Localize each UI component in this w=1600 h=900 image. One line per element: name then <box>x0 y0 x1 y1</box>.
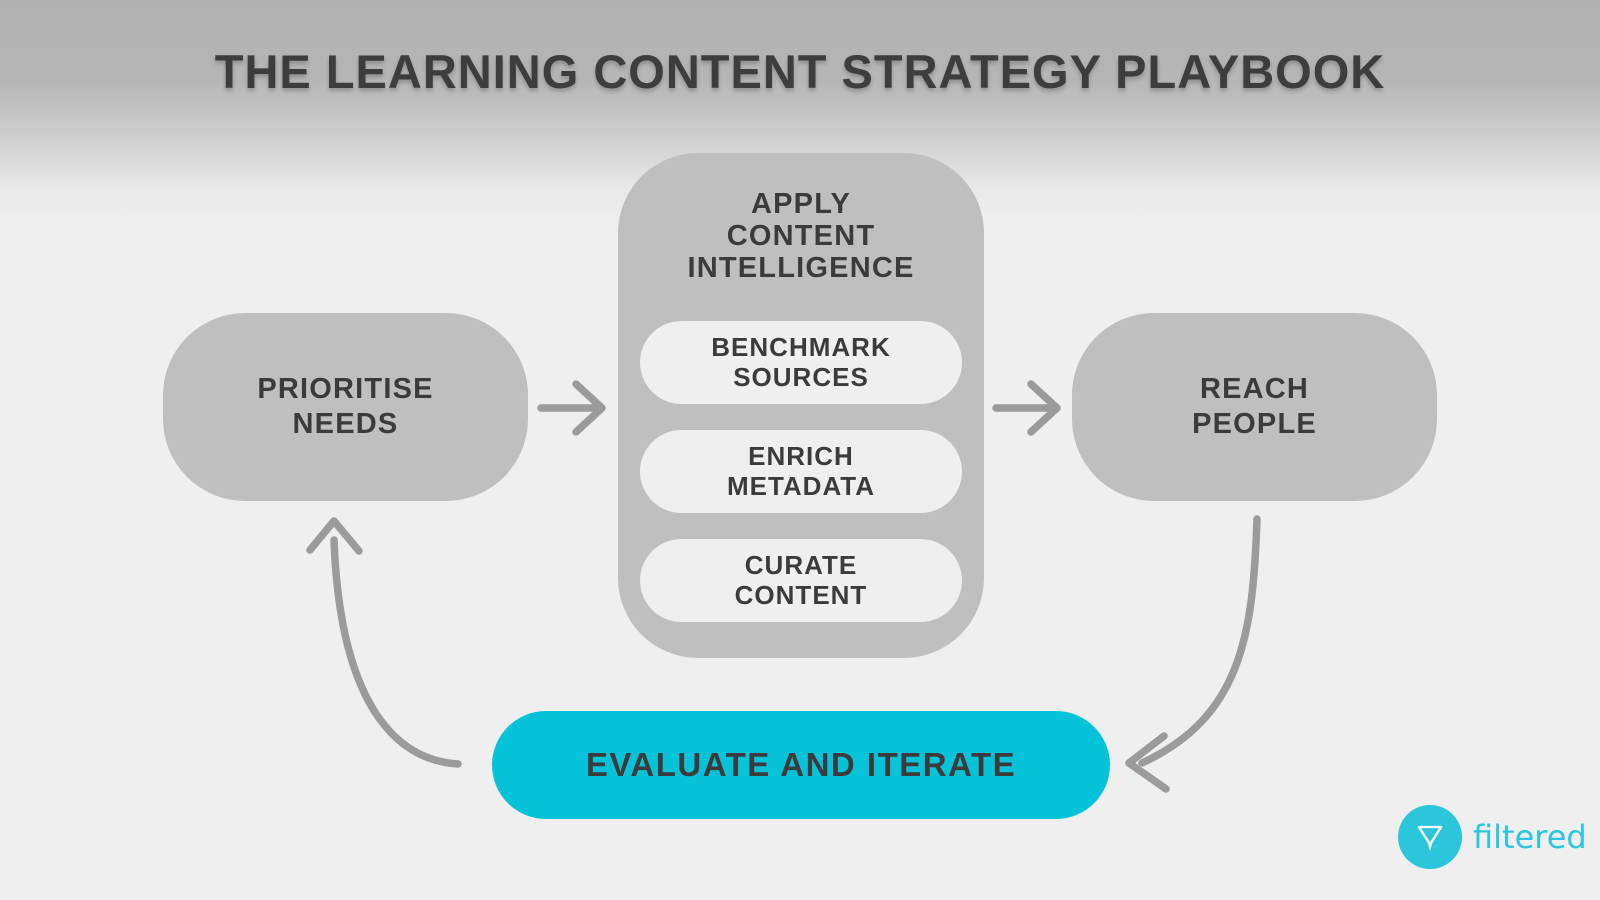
funnel-icon <box>1398 805 1462 869</box>
pill-label: ENRICH METADATA <box>726 440 876 501</box>
node-label: PRIORITISE NEEDS <box>257 372 434 440</box>
node-reach-people: REACH PEOPLE <box>1072 313 1437 501</box>
arrow-right-icon-apply-to-reach <box>992 380 1061 436</box>
pill-benchmark-sources: BENCHMARK SOURCES <box>640 321 962 404</box>
curved-arrow-up-icon-evaluate-to-prioritise <box>306 517 462 768</box>
curved-arrow-left-icon-reach-to-evaluate <box>1125 515 1261 793</box>
pill-enrich-metadata: ENRICH METADATA <box>640 430 962 513</box>
node-title: APPLY CONTENT INTELLIGENCE <box>687 188 915 284</box>
pill-label: BENCHMARK SOURCES <box>711 331 891 392</box>
node-label: EVALUATE AND ITERATE <box>585 746 1017 783</box>
node-label: REACH PEOPLE <box>1192 372 1317 440</box>
page-title: THE LEARNING CONTENT STRATEGY PLAYBOOK <box>214 45 1386 98</box>
brand-name: filtered <box>1473 818 1587 856</box>
pill-curate-content: CURATE CONTENT <box>640 539 962 622</box>
pill-label: CURATE CONTENT <box>734 549 868 610</box>
node-apply-content-intelligence: APPLY CONTENT INTELLIGENCE BENCHMARK SOU… <box>618 153 984 658</box>
filtered-logo: filtered <box>1398 805 1587 869</box>
node-evaluate-and-iterate: EVALUATE AND ITERATE <box>492 711 1110 819</box>
node-prioritise-needs: PRIORITISE NEEDS <box>163 313 528 501</box>
arrow-right-icon-prioritise-to-apply <box>537 380 606 436</box>
